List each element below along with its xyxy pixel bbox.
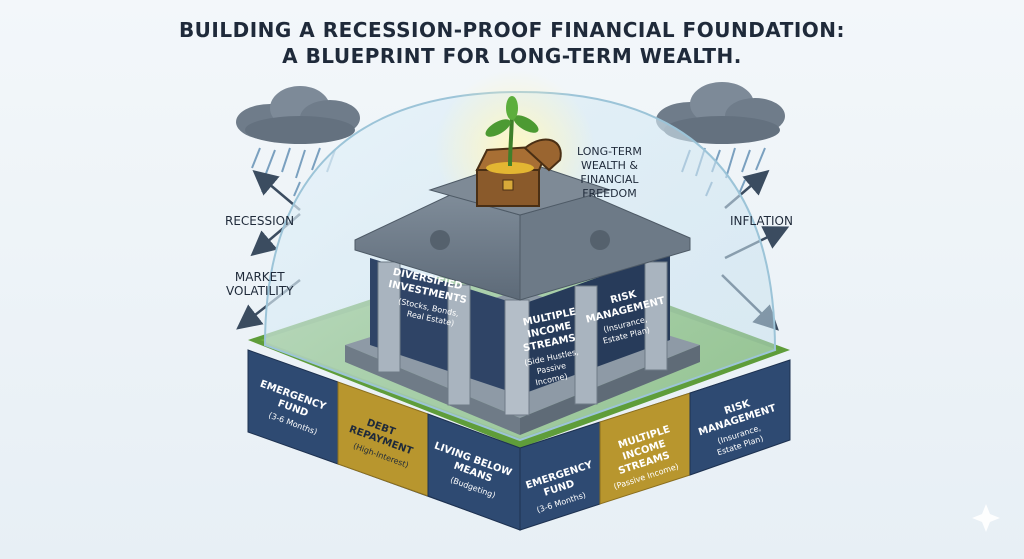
threat-market-line1: MARKET — [234, 270, 285, 284]
goal-line2: WEALTH & — [580, 159, 638, 172]
sparkle-icon — [972, 504, 1000, 532]
threat-inflation: INFLATION — [730, 214, 793, 228]
treasure-chest-icon — [475, 138, 562, 207]
goal-line1: LONG-TERM — [577, 145, 642, 158]
bank-building — [345, 159, 700, 435]
foundation-tiles-right — [519, 359, 791, 531]
title-line-1: BUILDING A RECESSION-PROOF FINANCIAL FOU… — [178, 18, 846, 42]
goal-label: LONG-TERM WEALTH & FINANCIAL FREEDOM — [577, 145, 642, 201]
storm-cloud-left-icon — [236, 86, 360, 197]
title-line-2: A BLUEPRINT FOR LONG-TERM WEALTH. — [282, 44, 742, 68]
threat-market-line2: VOLATILITY — [226, 284, 294, 298]
goal-line3: FINANCIAL — [580, 173, 639, 186]
goal-line4: FREEDOM — [582, 187, 637, 200]
sprout-plant-icon — [485, 96, 539, 167]
foundation-tiles-left — [247, 349, 521, 531]
threat-market-volatility: MARKET VOLATILITY — [226, 270, 293, 298]
threat-recession: RECESSION — [225, 214, 295, 228]
